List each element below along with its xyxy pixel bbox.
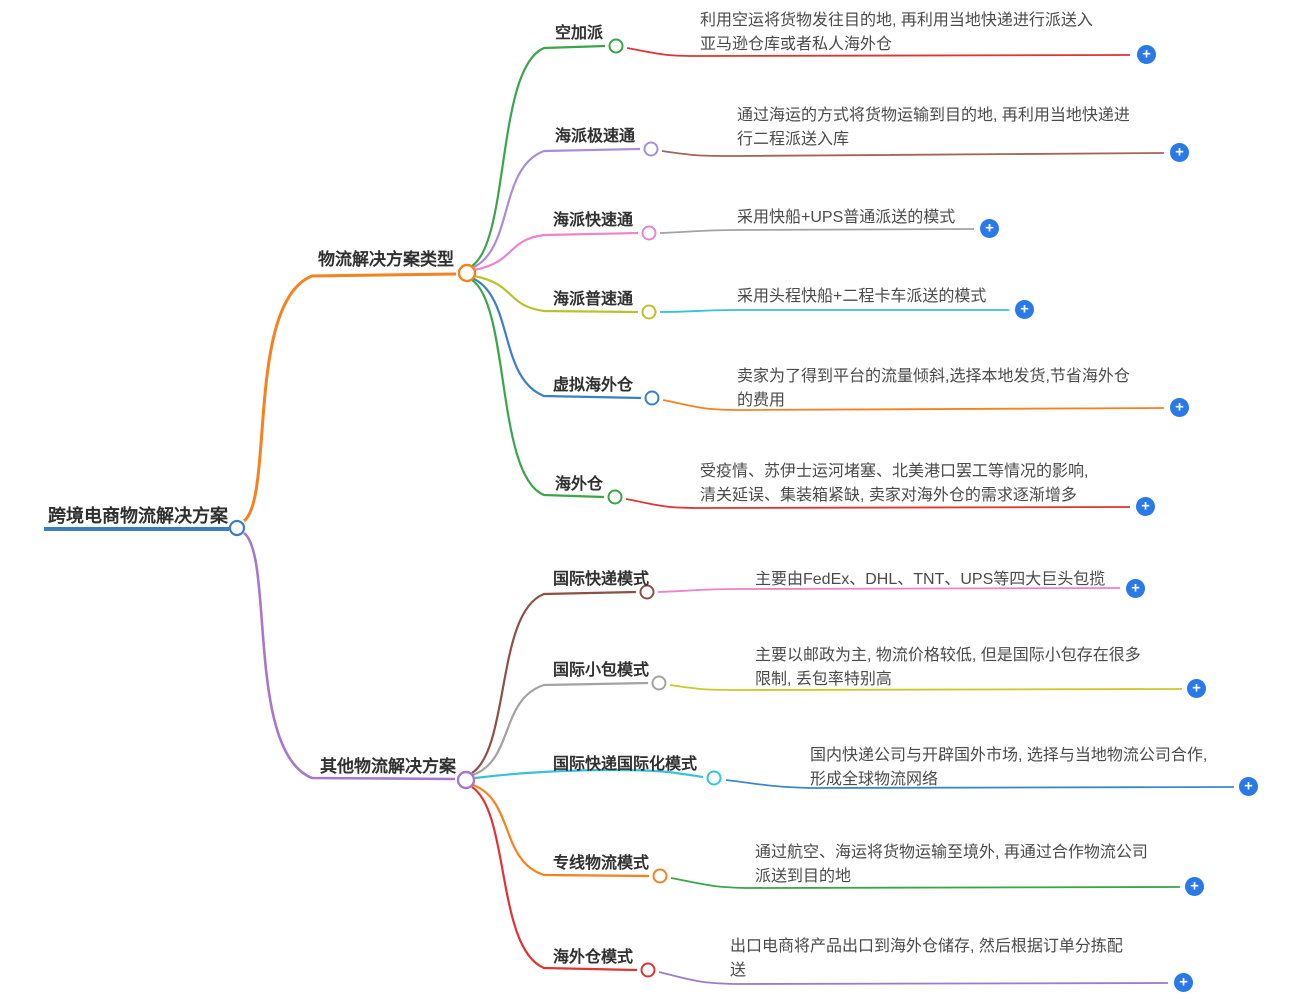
add-child-button-top-4[interactable]: + <box>1170 398 1189 417</box>
edge-bottom-leaf-3 <box>472 783 650 878</box>
bottom-leaf-4-label[interactable]: 海外仓模式 <box>553 949 634 966</box>
edge-bottom-leaf-0 <box>471 590 637 774</box>
edge-top-desc-5 <box>625 498 1131 509</box>
edge-bottom-desc-1 <box>669 684 1183 691</box>
add-child-button-top-1[interactable]: + <box>1170 143 1189 162</box>
bottom-leaf-4-anchor[interactable] <box>640 962 656 978</box>
plus-icon: + <box>985 219 994 237</box>
edge-bottom-desc-4 <box>658 971 1169 985</box>
branch-top-label[interactable]: 物流解决方案类型 <box>318 250 454 269</box>
top-leaf-1-label[interactable]: 海派极速通 <box>555 128 636 145</box>
bottom-leaf-1-desc[interactable]: 主要以邮政为主, 物流价格较低, 但是国际小包存在很多 限制, 丢包率特别高 <box>755 647 1141 688</box>
bottom-leaf-0-desc[interactable]: 主要由FedEx、DHL、TNT、UPS等四大巨头包揽 <box>755 571 1106 588</box>
edge-bottom-desc-0 <box>657 587 1121 593</box>
bottom-leaf-3-label[interactable]: 专线物流模式 <box>553 855 650 872</box>
add-child-button-top-2[interactable]: + <box>980 219 999 238</box>
top-leaf-0-desc[interactable]: 利用空运将货物发往目的地, 再利用当地快递进行派送入 亚马逊仓库或者私人海外仓 <box>700 12 1093 53</box>
top-leaf-2-anchor[interactable] <box>641 225 657 241</box>
edge-bottom-leaf-4 <box>471 786 638 972</box>
add-child-button-bottom-2[interactable]: + <box>1239 777 1258 796</box>
edge-root-to-branch-bottom <box>243 531 456 781</box>
plus-icon: + <box>1179 973 1188 991</box>
top-leaf-3-label[interactable]: 海派普速通 <box>553 291 634 308</box>
plus-icon: + <box>1192 679 1201 697</box>
top-leaf-2-label[interactable]: 海派快速通 <box>553 212 634 229</box>
top-leaf-4-desc[interactable]: 卖家为了得到平台的流量倾斜,选择本地发货,节省海外仓 的费用 <box>737 368 1130 409</box>
bottom-leaf-1-label[interactable]: 国际小包模式 <box>553 662 650 679</box>
edge-top-desc-2 <box>659 228 975 234</box>
edge-bottom-desc-2 <box>725 779 1235 789</box>
edge-bottom-leaf-1 <box>472 681 649 777</box>
bottom-leaf-3-anchor[interactable] <box>652 868 668 884</box>
edge-top-leaf-0 <box>471 44 606 267</box>
branch-bottom-label[interactable]: 其他物流解决方案 <box>320 757 456 776</box>
add-child-button-bottom-1[interactable]: + <box>1187 679 1206 698</box>
plus-icon: + <box>1142 45 1151 63</box>
top-leaf-4-label[interactable]: 虚拟海外仓 <box>553 377 634 394</box>
bottom-leaf-2-anchor[interactable] <box>706 770 722 786</box>
plus-icon: + <box>1244 777 1253 795</box>
edge-top-leaf-2 <box>473 231 639 272</box>
edge-top-desc-3 <box>659 309 1009 313</box>
add-child-button-bottom-4[interactable]: + <box>1174 973 1193 992</box>
root-node-anchor[interactable] <box>228 519 246 537</box>
plus-icon: + <box>1175 143 1184 161</box>
bottom-leaf-0-anchor[interactable] <box>639 584 655 600</box>
edge-top-leaf-5 <box>471 279 605 499</box>
top-leaf-5-anchor[interactable] <box>607 489 623 505</box>
edge-root-to-branch-top <box>242 272 457 523</box>
edge-bottom-desc-3 <box>670 877 1181 889</box>
plus-icon: + <box>1190 877 1199 895</box>
top-leaf-4-anchor[interactable] <box>644 390 660 406</box>
top-leaf-3-desc[interactable]: 采用头程快船+二程卡车派送的模式 <box>737 288 987 305</box>
top-leaf-5-desc[interactable]: 受疫情、苏伊士运河堵塞、北美港口罢工等情况的影响, 清关延误、集装箱紧缺, 卖家… <box>700 463 1089 504</box>
bottom-leaf-2-desc[interactable]: 国内快递公司与开辟国外市场, 选择与当地物流公司合作, 形成全球物流网络 <box>810 747 1208 788</box>
bottom-leaf-1-anchor[interactable] <box>651 675 667 691</box>
edge-top-leaf-1 <box>471 147 641 270</box>
add-child-button-top-5[interactable]: + <box>1136 497 1155 516</box>
branch-bottom-anchor[interactable] <box>456 770 476 790</box>
edge-top-desc-0 <box>626 47 1131 57</box>
bottom-leaf-3-desc[interactable]: 通过航空、海运将货物运输至境外, 再通过合作物流公司 派送到目的地 <box>755 844 1148 885</box>
branch-top-anchor[interactable] <box>457 263 477 283</box>
top-leaf-1-desc[interactable]: 通过海运的方式将货物运输到目的地, 再利用当地快递进 行二程派送入库 <box>737 107 1130 148</box>
top-leaf-0-anchor[interactable] <box>608 38 624 54</box>
edge-top-desc-4 <box>662 399 1165 411</box>
top-leaf-0-label[interactable]: 空加派 <box>555 25 604 42</box>
top-leaf-2-desc[interactable]: 采用快船+UPS普通派送的模式 <box>737 209 956 226</box>
top-leaf-3-anchor[interactable] <box>641 304 657 320</box>
edge-top-leaf-4 <box>471 276 642 400</box>
add-child-button-top-3[interactable]: + <box>1015 300 1034 319</box>
root-node-label[interactable]: 跨境电商物流解决方案 <box>48 506 228 526</box>
bottom-leaf-2-label[interactable]: 国际快递国际化模式 <box>553 756 698 773</box>
add-child-button-top-0[interactable]: + <box>1137 45 1156 64</box>
plus-icon: + <box>1020 300 1029 318</box>
edge-bottom-leaf-2 <box>474 768 704 780</box>
plus-icon: + <box>1175 398 1184 416</box>
bottom-leaf-0-label[interactable]: 国际快递模式 <box>553 571 650 588</box>
plus-icon: + <box>1141 497 1150 515</box>
edge-top-desc-1 <box>661 150 1165 157</box>
bottom-leaf-4-desc[interactable]: 出口电商将产品出口到海外仓储存, 然后根据订单分拣配 送 <box>730 938 1123 979</box>
add-child-button-bottom-0[interactable]: + <box>1126 579 1145 598</box>
top-leaf-1-anchor[interactable] <box>643 141 659 157</box>
top-leaf-5-label[interactable]: 海外仓 <box>555 476 604 493</box>
edge-top-leaf-3 <box>473 274 639 314</box>
add-child-button-bottom-3[interactable]: + <box>1185 877 1204 896</box>
plus-icon: + <box>1131 579 1140 597</box>
